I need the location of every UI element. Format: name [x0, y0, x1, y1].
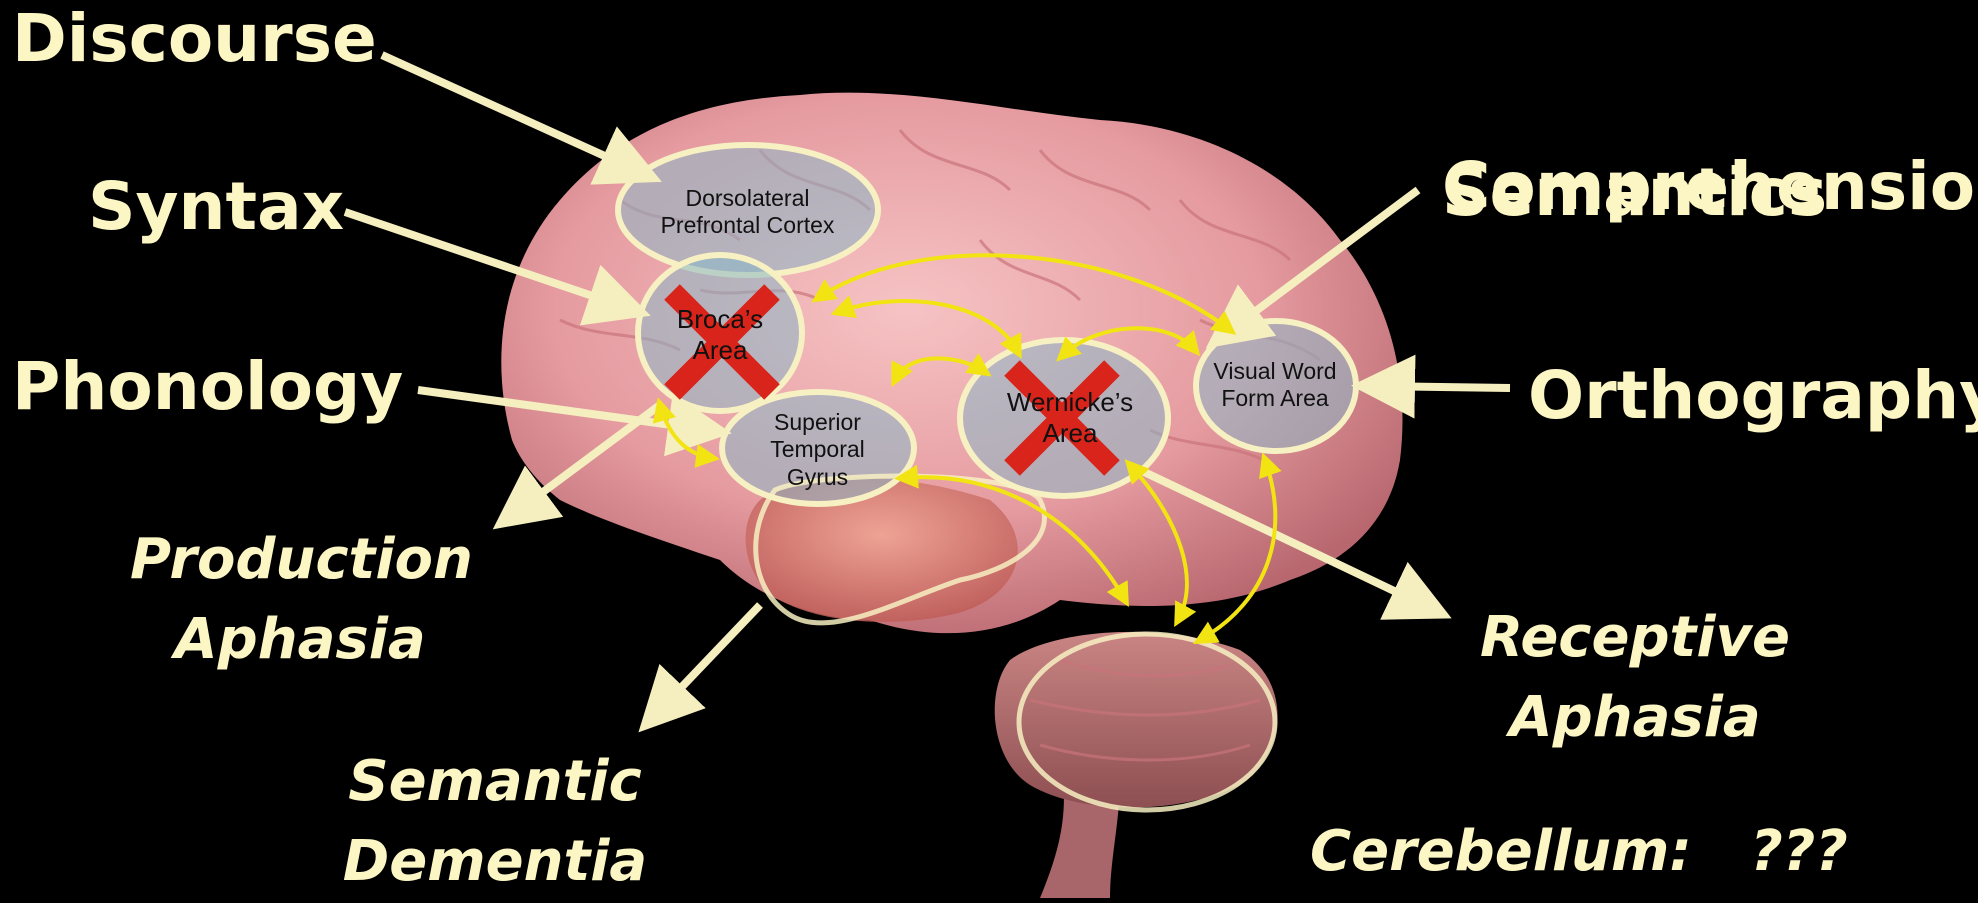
wernicke-label: Wernicke’s Area [995, 388, 1145, 448]
dlpfc-label: Dorsolateral Prefrontal Cortex [660, 172, 835, 252]
discourse-label: Discourse [12, 6, 377, 72]
receptive-aphasia-label: Receptive Aphasia [1460, 598, 1810, 757]
cerebellum-label: Cerebellum: ??? [1310, 812, 1848, 892]
stg-label: Superior Temporal Gyrus [740, 410, 895, 490]
vwfa-label: Visual Word Form Area [1205, 345, 1345, 425]
receptive-aphasia-line2: Aphasia [1460, 678, 1810, 758]
receptive-aphasia-line1: Receptive [1460, 598, 1810, 678]
arrow-discourse [382, 55, 640, 172]
syntax-label: Syntax [88, 174, 344, 240]
production-aphasia-line2: Aphasia [130, 600, 470, 680]
phonology-label: Phonology [12, 354, 403, 420]
broca-label: Broca’s Area [660, 305, 780, 365]
semantic-dementia-label: Semantic Dementia [330, 742, 660, 901]
semantic-dementia-line1: Semantic [330, 742, 660, 822]
arrow-orthography [1375, 386, 1510, 388]
orthography-label: Orthography [1528, 363, 1978, 429]
production-aphasia-line1: Production [130, 520, 470, 600]
production-aphasia-label: Production Aphasia [130, 520, 470, 679]
arrow-semantic-dementia [655, 605, 760, 715]
semantics-label: Semantics [1442, 160, 1827, 226]
semantic-dementia-line2: Dementia [330, 822, 660, 902]
